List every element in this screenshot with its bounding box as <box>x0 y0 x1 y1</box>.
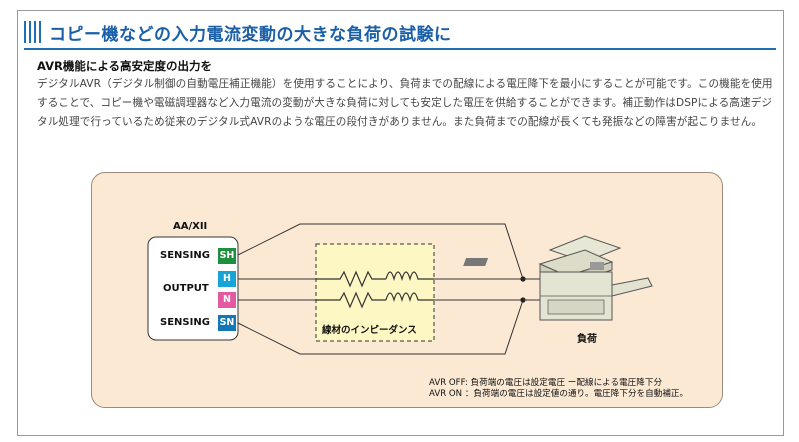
row-label-sensing-low: SENSING <box>160 317 210 328</box>
terminal-sh: SH <box>218 248 236 264</box>
section-heading: AVR機能による高安定度の出力を <box>37 59 213 73</box>
row-label-sensing-high: SENSING <box>160 250 210 261</box>
impedance-label: 線材のインピーダンス <box>322 325 417 336</box>
terminal-sn: SN <box>218 315 236 331</box>
sense-high-line <box>237 223 524 280</box>
load-label: 負荷 <box>577 334 597 345</box>
title-underline <box>24 48 776 50</box>
sense-low-line <box>237 299 524 355</box>
device-box <box>147 236 239 341</box>
copier-icon <box>463 235 653 321</box>
title-bars-icon <box>24 21 41 43</box>
terminal-h: H <box>218 271 236 287</box>
note-avr-off: AVR OFF: 負荷端の電圧は設定電圧 ー配線による電圧降下分 <box>429 378 663 388</box>
page-title: コピー機などの入力電流変動の大きな負荷の試験に <box>49 24 452 45</box>
section-title-row: コピー機などの入力電流変動の大きな負荷の試験に <box>24 17 776 47</box>
note-avr-on: AVR ON ：負荷端の電圧は設定値の通り。電圧降下分を自動補正。 <box>429 389 689 399</box>
device-label: AA/XII <box>173 221 208 232</box>
section-body: デジタルAVR（デジタル制御の自動電圧補正機能）を使用することにより、負荷までの… <box>37 78 773 128</box>
terminal-n: N <box>218 292 236 308</box>
row-label-output: OUTPUT <box>163 283 209 294</box>
